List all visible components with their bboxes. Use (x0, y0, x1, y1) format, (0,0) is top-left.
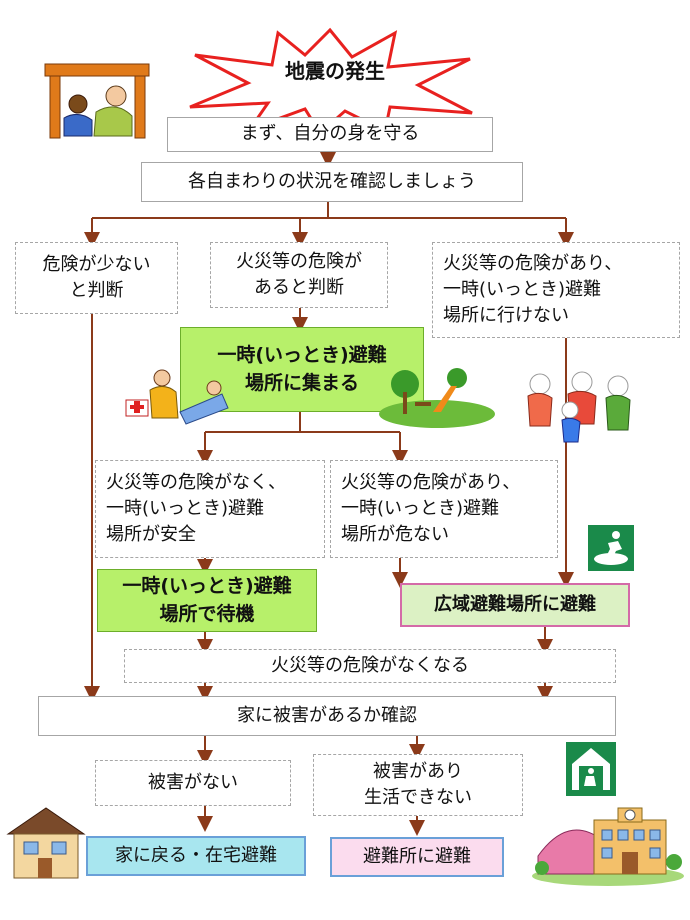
danger-resolved-label: 火災等の危険がなくなる (271, 654, 469, 676)
protect-self-step: まず、自分の身を守る (167, 117, 493, 152)
fire-danger-branch: 火災等の危険が あると判断 (210, 242, 388, 308)
cannot-live-branch: 被害があり 生活できない (313, 754, 523, 816)
check-surroundings-label: 各自まわりの状況を確認しましょう (188, 170, 476, 192)
safe-condition: 火災等の危険がなく、 一時(いっとき)避難 場所が安全 (95, 460, 325, 558)
house-damage-check-label: 家に被害があるか確認 (237, 704, 417, 726)
no-damage-label: 被害がない (148, 771, 238, 793)
wait-at-site-label: 一時(いっとき)避難 場所で待機 (122, 574, 292, 625)
gather-evacuation-site: 一時(いっとき)避難 場所に集まる (180, 327, 424, 412)
gather-label: 一時(いっとき)避難 場所に集まる (217, 343, 387, 394)
evacuation-area-sign-icon (588, 525, 634, 571)
house-damage-check: 家に被害があるか確認 (38, 696, 616, 736)
go-to-shelter: 避難所に避難 (330, 837, 504, 877)
fire-danger-label: 火災等の危険が あると判断 (236, 250, 362, 298)
evacuating-children-icon (527, 371, 631, 443)
unsafe-condition: 火災等の危険があり、 一時(いっとき)避難 場所が危ない (330, 460, 558, 558)
return-home-label: 家に戻る・在宅避難 (115, 844, 277, 866)
protect-self-label: まず、自分の身を守る (240, 123, 420, 145)
title: 地震の発生 (285, 59, 385, 83)
check-surroundings-step: 各自まわりの状況を確認しましょう (141, 162, 523, 202)
danger-resolved: 火災等の危険がなくなる (124, 649, 616, 683)
desk-shelter-icon (44, 63, 150, 139)
safe-condition-label: 火災等の危険がなく、 一時(いっとき)避難 場所が安全 (106, 471, 286, 546)
wait-at-site: 一時(いっとき)避難 場所で待機 (97, 569, 317, 632)
wide-area-label: 広域避難場所に避難 (434, 593, 596, 615)
cannot-go-branch: 火災等の危険があり、 一時(いっとき)避難 場所に行けない (432, 242, 680, 338)
return-home: 家に戻る・在宅避難 (86, 836, 306, 876)
cannot-live-label: 被害があり 生活できない (364, 760, 472, 808)
park-icon (379, 368, 495, 428)
wide-area-evacuation: 広域避難場所に避難 (400, 583, 630, 627)
cannot-go-label: 火災等の危険があり、 一時(いっとき)避難 場所に行けない (443, 252, 623, 327)
low-danger-branch: 危険が少ない と判断 (15, 242, 178, 314)
unsafe-condition-label: 火災等の危険があり、 一時(いっとき)避難 場所が危ない (341, 471, 521, 546)
low-danger-label: 危険が少ない と判断 (42, 253, 151, 301)
first-aid-icon (125, 369, 229, 425)
go-to-shelter-label: 避難所に避難 (363, 845, 471, 867)
no-damage-branch: 被害がない (95, 760, 291, 806)
shelter-sign-icon (566, 742, 616, 796)
school-shelter-icon (532, 807, 684, 886)
house-icon (6, 807, 86, 879)
